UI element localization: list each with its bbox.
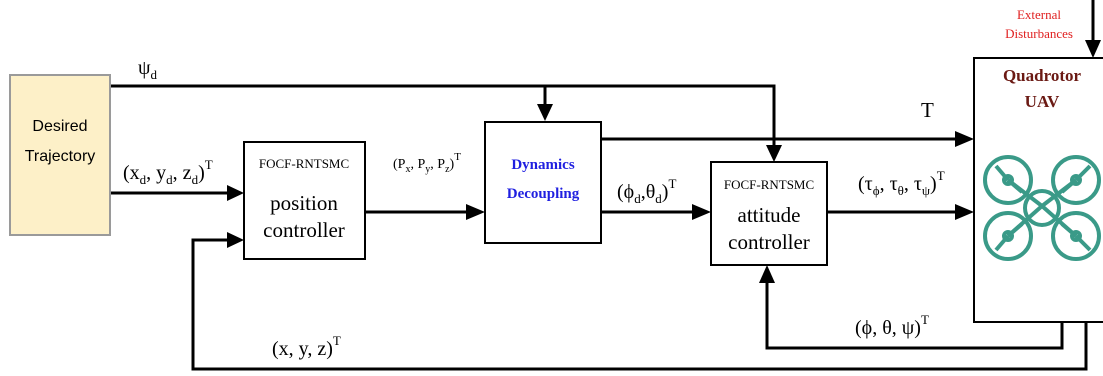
dynamics-label-line2: Decoupling: [507, 186, 580, 202]
attitude-feedback-label: (ϕ, θ, ψ)T: [855, 312, 929, 339]
uav-label-line2: UAV: [1025, 92, 1060, 111]
desired-trajectory-box: [9, 74, 111, 236]
external-label-line1: External: [1017, 7, 1061, 22]
desired-label-line1: Desired: [32, 118, 87, 135]
attitude-feedback-line: [765, 277, 1064, 350]
arrowhead-psi-to-dynamics: [537, 104, 553, 121]
position-controller-line2: controller: [263, 218, 345, 242]
position-feedback-line: [191, 238, 1088, 371]
psi-d-line: [110, 84, 776, 150]
attitude-controller-tag: FOCF-RNTSMC: [724, 177, 814, 192]
desired-label-line2: Trajectory: [25, 148, 96, 165]
arrowhead-to-position: [227, 185, 244, 201]
quadrotor-uav-block: Quadrotor UAV: [973, 57, 1103, 323]
position-controller-line1: position: [270, 191, 338, 215]
external-disturbances-label: External Disturbances: [1005, 7, 1073, 41]
external-label-line2: Disturbances: [1005, 26, 1073, 41]
psi-d-label: ψd: [138, 57, 158, 82]
dynamics-label-line1: Dynamics: [511, 157, 574, 173]
uav-label-line1: Quadrotor: [1003, 66, 1082, 85]
arrowhead-thrust-to-uav: [955, 131, 974, 147]
arrowhead-torque-to-uav: [955, 204, 974, 220]
virtual-control-label: (Px, Py, Pz)T: [393, 151, 461, 175]
arrowhead-feedback-to-attitude: [759, 265, 775, 283]
position-feedback-label: (x, y, z)T: [272, 333, 341, 360]
desired-position-label: (xd, yd, zd)T: [123, 157, 213, 187]
position-controller-box: [243, 141, 366, 260]
attitude-controller-line1: attitude: [738, 203, 801, 227]
dynamics-decoupling-block: Dynamics Decoupling: [484, 121, 602, 244]
arrowhead-psi-to-attitude: [766, 145, 782, 162]
dynamics-decoupling-box: [484, 121, 602, 244]
thrust-label: T: [921, 98, 934, 122]
arrowheads: [227, 40, 1101, 283]
desired-attitude-label: (ϕd,θd)T: [617, 176, 676, 206]
arrowhead-feedback-to-position: [227, 232, 244, 248]
position-controller-block: FOCF-RNTSMC position controller: [243, 141, 366, 260]
desired-trajectory-block: Desired Trajectory: [9, 74, 111, 236]
quadrotor-icon: [983, 155, 1101, 261]
attitude-controller-box: [710, 161, 828, 266]
arrowhead-to-dynamics: [466, 204, 485, 220]
connection-lines: [110, 0, 1095, 371]
attitude-controller-block: FOCF-RNTSMC attitude controller: [710, 161, 828, 266]
position-controller-tag: FOCF-RNTSMC: [259, 156, 349, 171]
torque-label: (τϕ, τθ, τψ)T: [858, 168, 945, 198]
arrowhead-to-attitude: [692, 204, 711, 220]
attitude-controller-line2: controller: [728, 230, 810, 254]
arrowhead-disturbance: [1085, 40, 1101, 58]
